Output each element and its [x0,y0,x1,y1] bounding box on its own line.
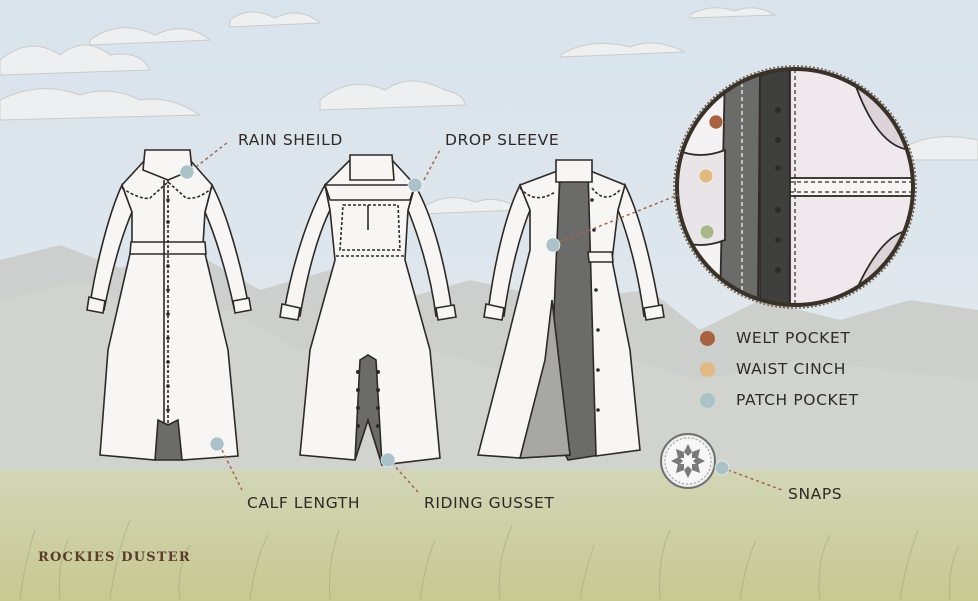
legend-label: WELT POCKET [736,329,851,347]
meadow [0,470,978,601]
callout-rain-shield: RAIN SHEILD [238,131,343,149]
marker-detail-welt [708,114,724,130]
marker-detail-waist [698,168,714,184]
detail-snaps [775,107,781,273]
callout-snaps: SNAPS [788,485,843,503]
legend-item-welt-pocket: WELT POCKET [700,329,850,347]
callout-line-calf-length [221,449,243,491]
coat-open-right-panel [587,168,641,457]
marker-calf-length [209,436,225,452]
callout-calf-length: CALF LENGTH [247,494,361,512]
legend-item-waist-cinch: WAIST CINCH [700,360,846,378]
callout-riding-gusset: RIDING GUSSET [424,494,555,512]
clouds [0,7,978,215]
callout-line-rain-shield [195,141,229,168]
legend-dot-waist-cinch [700,361,715,377]
marker-snaps [714,460,730,476]
snap-coin [660,433,716,489]
marker-riding-gusset [380,452,396,468]
marker-open-coat-pocket [545,237,561,253]
legend-label: WAIST CINCH [736,360,846,378]
marker-detail-green [699,224,715,240]
coat-front [86,149,252,461]
legend-label: PATCH POCKET [736,391,859,409]
legend-dot-welt-pocket [700,330,715,346]
snowflake-icon [671,444,705,478]
coat-front-snaps [166,198,170,412]
brand-title: ROCKIES DUSTER [38,550,191,565]
callout-drop-sleeve: DROP SLEEVE [445,131,560,149]
callout-line-riding-gusset [391,462,419,493]
marker-rain-shield [179,164,195,180]
coat-back-collar [349,154,395,181]
coat-back [279,154,457,466]
callout-lines [195,141,783,493]
markers [179,114,730,476]
coat-open-collar [555,159,593,183]
marker-drop-sleeve [407,177,423,193]
coat-open-snaps [590,198,600,412]
legend-item-patch-pocket: PATCH POCKET [700,391,859,409]
grass-strokes [19,519,960,601]
coat-back-gusset-snaps [356,370,380,428]
detail-zoom [673,65,917,309]
legend-dot-patch-pocket [700,392,715,408]
